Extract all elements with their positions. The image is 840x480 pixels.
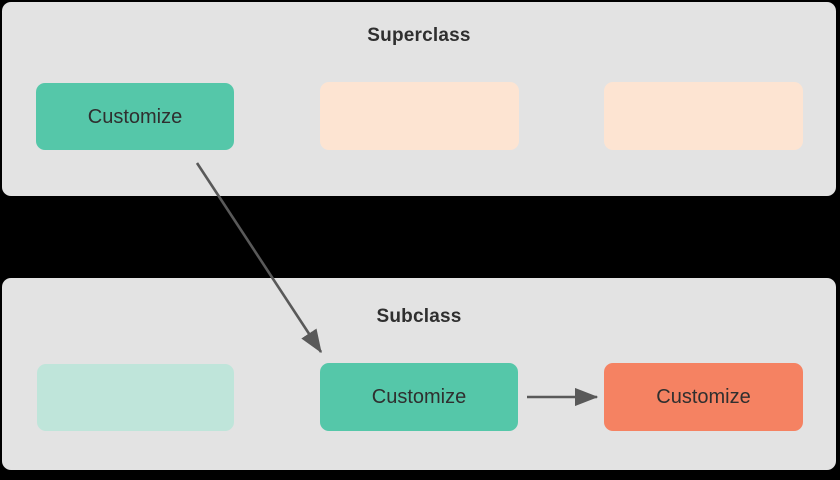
subclass-panel-title: Subclass	[376, 306, 462, 327]
node-label: Customize	[656, 386, 751, 408]
superclass-panel-title: Superclass	[367, 25, 471, 46]
subclass-node-customize-inherited[interactable]: Customize	[320, 363, 518, 431]
subclass-node-empty-1[interactable]	[37, 364, 234, 431]
node-label: Customize	[87, 105, 183, 128]
subclass-node-customize-override[interactable]: Customize	[604, 363, 803, 431]
superclass-node-customize[interactable]: Customize	[36, 83, 234, 150]
node-label: Customize	[371, 386, 467, 408]
superclass-node-empty-3[interactable]	[604, 82, 803, 150]
superclass-node-empty-2[interactable]	[320, 82, 519, 150]
